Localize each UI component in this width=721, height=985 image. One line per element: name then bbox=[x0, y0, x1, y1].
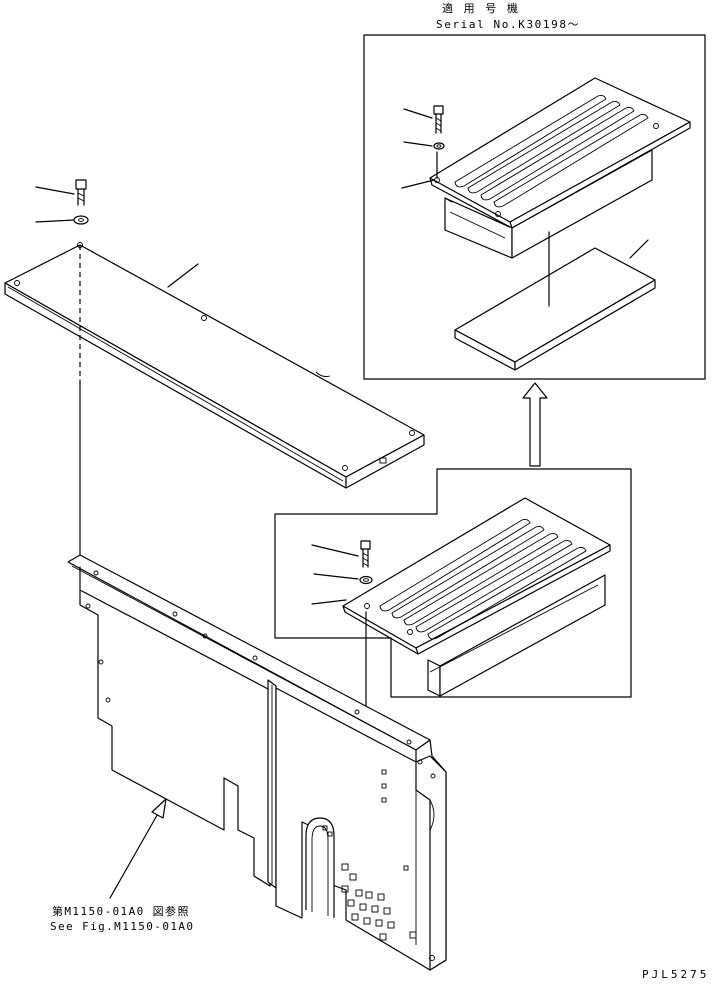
lower-bolt bbox=[360, 540, 371, 568]
reference-figure-label-en: See Fig.M1150-01A0 bbox=[50, 920, 195, 933]
reference-arrow bbox=[109, 798, 167, 899]
applicable-serial-label-jp: 適 用 号 機 bbox=[442, 2, 520, 15]
main-side-panel bbox=[67, 554, 447, 971]
inset-frame-upper bbox=[363, 34, 706, 380]
top-cover-plate bbox=[4, 242, 425, 489]
filter-pad bbox=[454, 247, 656, 371]
lower-grille-cover bbox=[342, 497, 611, 697]
serial-number-label: Serial No.K30198～ bbox=[436, 18, 581, 31]
top-washer bbox=[73, 215, 89, 225]
upgrade-arrow bbox=[522, 382, 548, 467]
lower-washer bbox=[359, 575, 373, 585]
upper-grille-cover bbox=[429, 77, 691, 259]
drawing-id: PJL5275 bbox=[642, 968, 710, 981]
upper-washer bbox=[433, 142, 445, 150]
top-bolt bbox=[75, 179, 87, 206]
upper-bolt bbox=[433, 105, 444, 134]
reference-figure-label-jp: 第M1150-01A0 図参照 bbox=[52, 905, 190, 918]
